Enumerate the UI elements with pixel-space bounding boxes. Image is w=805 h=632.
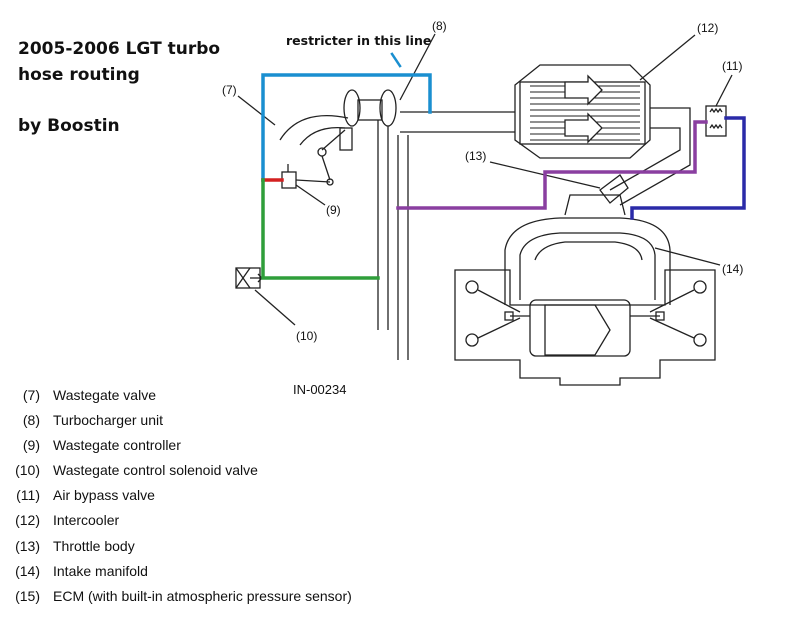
engine-block bbox=[454, 269, 716, 386]
title-line-2: hose routing bbox=[18, 65, 140, 85]
legend-label: Wastegate valve bbox=[53, 387, 156, 403]
legend-number: (8) bbox=[22, 412, 40, 428]
turbocharger bbox=[343, 89, 409, 360]
purple-hose bbox=[396, 120, 708, 210]
legend-number: (11) bbox=[16, 487, 40, 503]
legend-label: Turbocharger unit bbox=[53, 412, 163, 428]
callout-12: (12) bbox=[697, 21, 718, 35]
callout-14: (14) bbox=[722, 262, 743, 276]
callout-8: (8) bbox=[432, 19, 447, 33]
green-hose bbox=[261, 178, 380, 280]
restrictor-note: restricter in this line bbox=[286, 33, 432, 48]
legend-label: Air bypass valve bbox=[53, 487, 155, 503]
blue-hose bbox=[261, 73, 432, 182]
legend-number: (7) bbox=[22, 387, 40, 403]
intercooler bbox=[514, 64, 651, 159]
navy-hose bbox=[630, 116, 746, 220]
legend-number: (13) bbox=[15, 538, 40, 554]
legend-label: Intake manifold bbox=[53, 563, 148, 579]
legend-label: Throttle body bbox=[53, 538, 135, 554]
intake-manifold bbox=[504, 217, 671, 305]
legend-number: (10) bbox=[15, 462, 40, 478]
title-line-1: 2005-2006 LGT turbo bbox=[18, 39, 221, 59]
wastegate-controller bbox=[281, 164, 331, 189]
legend-number: (15) bbox=[15, 588, 40, 604]
throttle-body bbox=[564, 174, 629, 216]
figure-id: IN-00234 bbox=[293, 382, 347, 397]
restrictor-marker bbox=[390, 52, 402, 68]
wastegate-valve bbox=[279, 115, 353, 186]
legend-label: Wastegate controller bbox=[53, 437, 181, 453]
callout-10: (10) bbox=[296, 329, 317, 343]
callout-7: (7) bbox=[222, 83, 237, 97]
solenoid-valve bbox=[235, 267, 263, 289]
legend-label: ECM (with built-in atmospheric pressure … bbox=[53, 588, 352, 604]
callout-13: (13) bbox=[465, 149, 486, 163]
legend-label: Intercooler bbox=[53, 512, 120, 528]
diagram-title: 2005-2006 LGT turbo hose routing bbox=[18, 36, 220, 88]
callout-11: (11) bbox=[722, 59, 742, 73]
air-bypass-valve bbox=[705, 105, 727, 137]
legend-number: (12) bbox=[15, 512, 40, 528]
legend-label: Wastegate control solenoid valve bbox=[53, 462, 258, 478]
author-credit: by Boostin bbox=[18, 116, 120, 136]
callout-9: (9) bbox=[326, 203, 341, 217]
legend-number: (9) bbox=[22, 437, 40, 453]
legend-number: (14) bbox=[15, 563, 40, 579]
